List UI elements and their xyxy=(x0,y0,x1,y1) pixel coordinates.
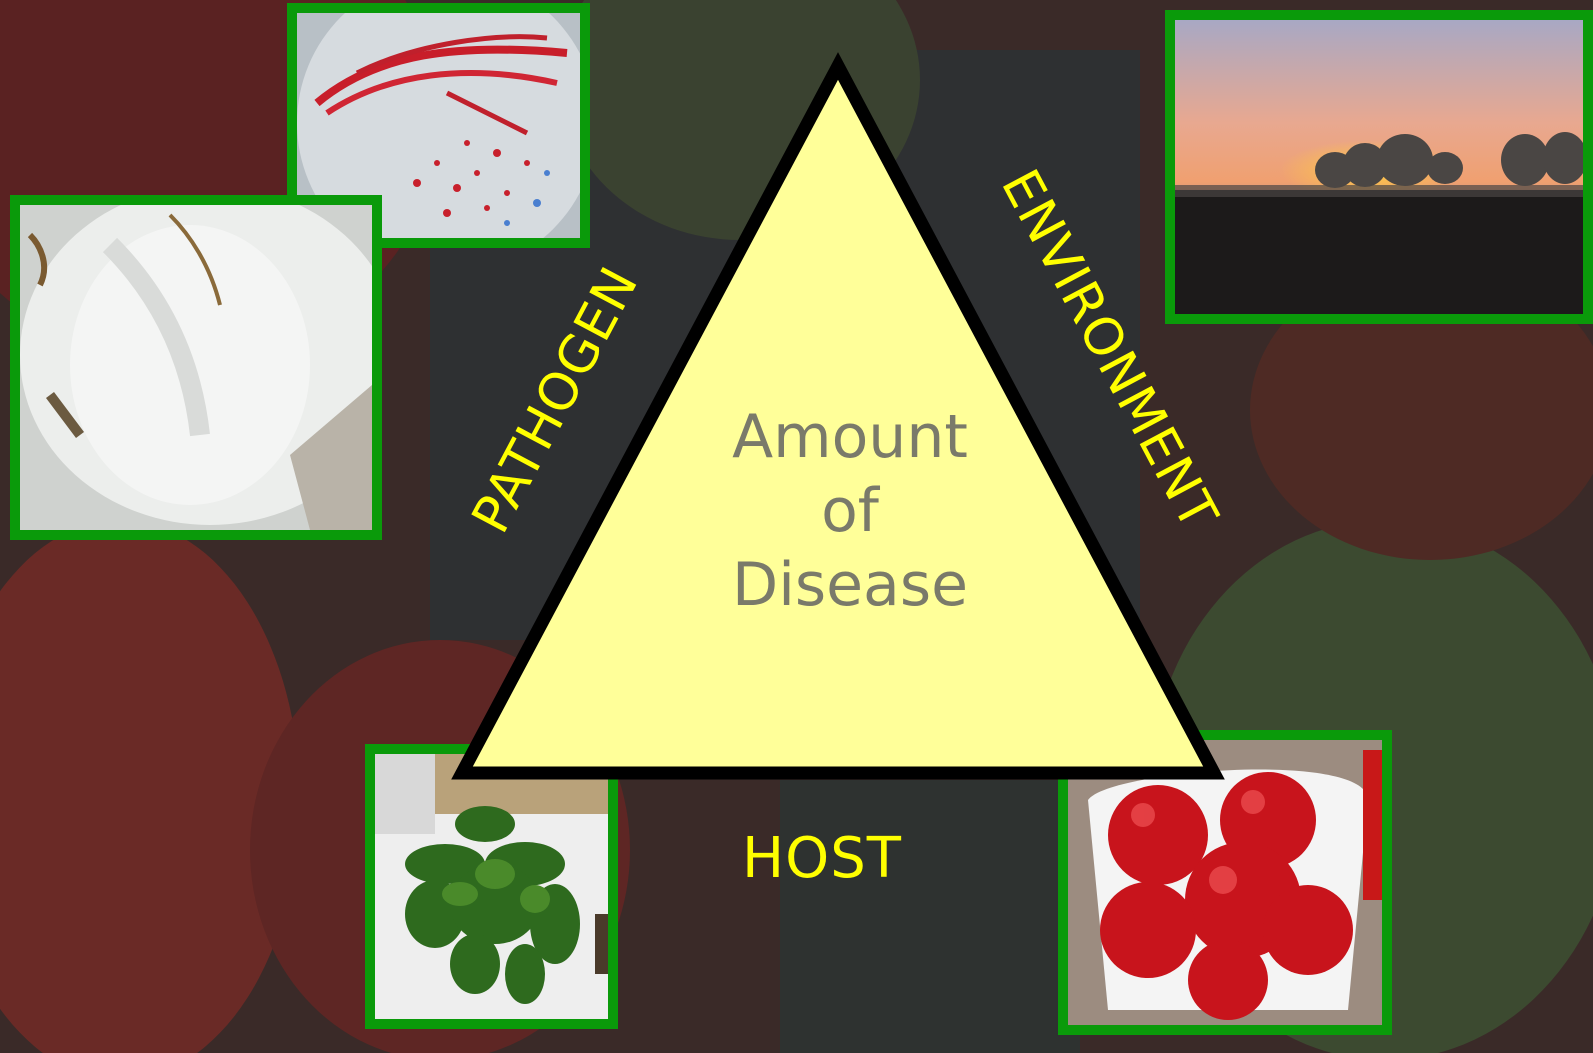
center-line-2: of xyxy=(700,474,1000,548)
center-line-1: Amount xyxy=(700,400,1000,474)
amount-of-disease-text: Amount of Disease xyxy=(700,400,1000,622)
host-label: HOST xyxy=(742,826,902,891)
center-line-3: Disease xyxy=(700,548,1000,622)
